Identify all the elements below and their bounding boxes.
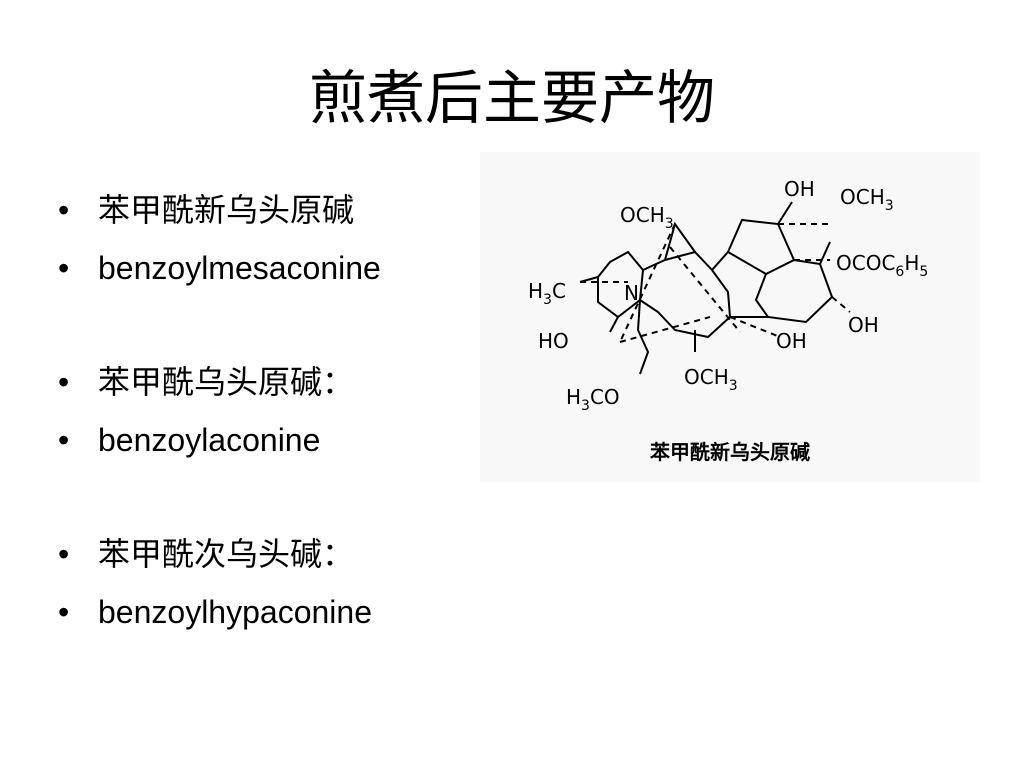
bullet-marker: •	[58, 594, 70, 630]
label-ococ6h5: OCOC6H5	[836, 251, 928, 280]
list-item: • benzoylmesaconine	[58, 248, 381, 288]
bullet-marker: •	[58, 364, 70, 400]
list-item: • 苯甲酰新乌头原碱	[58, 190, 354, 230]
bullet-text: benzoylaconine	[98, 422, 321, 458]
list-item: • 苯甲酰次乌头碱：	[58, 534, 354, 574]
bullet-marker: •	[58, 192, 70, 228]
label-oh-right: OH	[848, 313, 879, 337]
bullet-marker: •	[58, 536, 70, 572]
chemical-structure-figure: OH OCH3 OCH3 OCOC6H5 H3C N OH HO OH OCH3…	[480, 152, 980, 482]
label-oh-top: OH	[784, 177, 815, 201]
page-title: 煎煮后主要产物	[308, 64, 715, 132]
figure-caption: 苯甲酰新乌头原碱	[650, 440, 810, 464]
bullet-marker: •	[58, 422, 70, 458]
label-och3-top-left: OCH3	[620, 203, 674, 232]
label-ho-left: HO	[538, 329, 569, 353]
bullet-text: benzoylhypaconine	[98, 594, 372, 630]
label-och3-bottom: OCH3	[684, 365, 738, 394]
bullet-marker: •	[58, 250, 70, 286]
bullet-text: 苯甲酰次乌头碱：	[98, 536, 355, 572]
list-item: • 苯甲酰乌头原碱：	[58, 362, 354, 402]
bullet-text: 苯甲酰乌头原碱：	[98, 364, 355, 400]
list-item: • benzoylhypaconine	[58, 592, 372, 632]
label-oh-bottom: OH	[776, 329, 807, 353]
benzoylmesaconine-structure: OH OCH3 OCH3 OCOC6H5 H3C N OH HO OH OCH3…	[528, 177, 928, 414]
label-h3c: H3C	[528, 279, 566, 308]
list-item: • benzoylaconine	[58, 420, 320, 460]
bullet-text: 苯甲酰新乌头原碱	[98, 192, 355, 228]
label-nitrogen: N	[624, 281, 639, 305]
bullet-text: benzoylmesaconine	[98, 250, 381, 286]
label-och3-top-right: OCH3	[840, 185, 894, 214]
label-h3co: H3CO	[566, 385, 620, 414]
